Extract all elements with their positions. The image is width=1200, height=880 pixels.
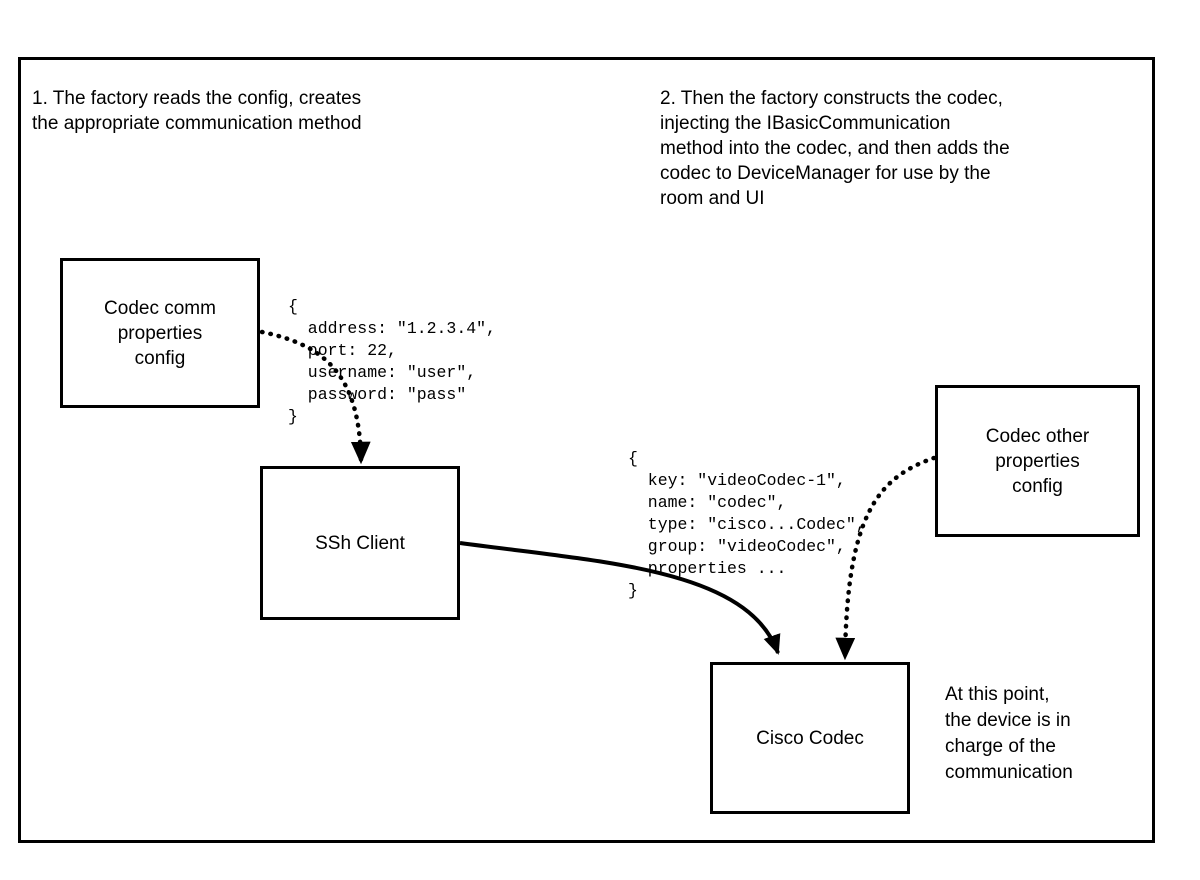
box-ssh-client: SSh Client [260,466,460,620]
box-codec-other-properties-config: Codec other properties config [935,385,1140,537]
note-endpoint: At this point, the device is in charge o… [945,684,1073,783]
box-codec-comm-properties-config: Codec comm properties config [60,258,260,408]
box-cisco-codec: Cisco Codec [710,662,910,814]
diagram-frame [18,57,1155,843]
code-comm-properties: { address: "1.2.3.4", port: 22, username… [288,297,496,426]
note-step-2: 2. Then the factory constructs the codec… [660,88,1010,209]
note-step-1: 1. The factory reads the config, creates… [32,88,362,134]
code-codec-properties: { key: "videoCodec-1", name: "codec", ty… [628,449,866,600]
